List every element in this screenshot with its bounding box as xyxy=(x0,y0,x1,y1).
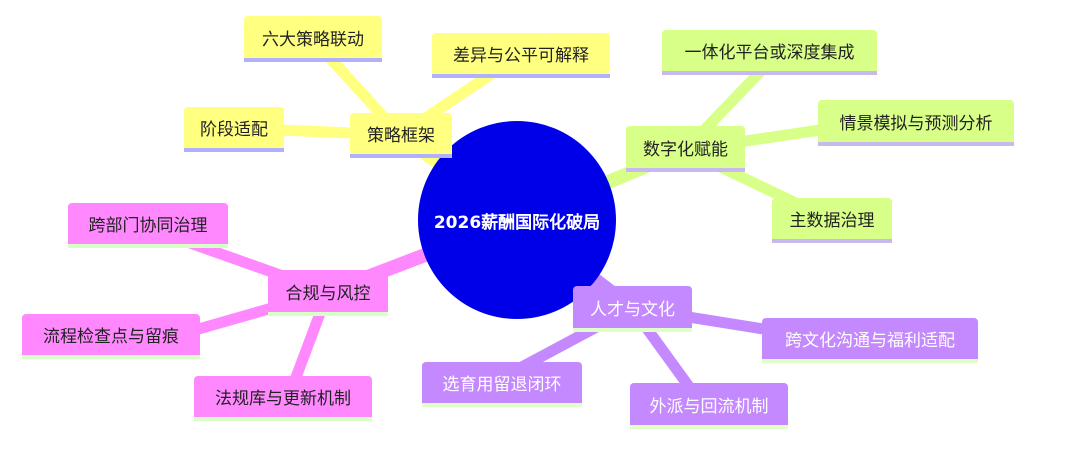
branch-strategy-framework[interactable]: 策略框架 xyxy=(350,113,452,158)
branch-digital-enablement[interactable]: 数字化赋能 xyxy=(626,126,745,172)
subtopic-integrated-platform[interactable]: 一体化平台或深度集成 xyxy=(662,30,877,75)
subtopic-cross-dept-governance[interactable]: 跨部门协同治理 xyxy=(68,203,228,248)
subtopic-scenario-simulation[interactable]: 情景模拟与预测分析 xyxy=(818,100,1014,146)
branch-compliance-risk[interactable]: 合规与风控 xyxy=(268,270,388,316)
subtopic-difference-fairness[interactable]: 差异与公平可解释 xyxy=(432,33,610,78)
subtopic-stage-adaptation[interactable]: 阶段适配 xyxy=(184,107,284,152)
subtopic-six-strategies[interactable]: 六大策略联动 xyxy=(244,16,382,62)
subtopic-cross-culture-benefits[interactable]: 跨文化沟通与福利适配 xyxy=(762,318,978,363)
subtopic-process-checkpoints[interactable]: 流程检查点与留痕 xyxy=(22,314,200,359)
branch-talent-culture[interactable]: 人才与文化 xyxy=(573,286,692,332)
subtopic-master-data[interactable]: 主数据治理 xyxy=(772,198,892,243)
subtopic-regulation-library[interactable]: 法规库与更新机制 xyxy=(194,376,372,421)
subtopic-talent-loop[interactable]: 选育用留退闭环 xyxy=(422,362,582,407)
subtopic-expat-return[interactable]: 外派与回流机制 xyxy=(630,383,788,429)
